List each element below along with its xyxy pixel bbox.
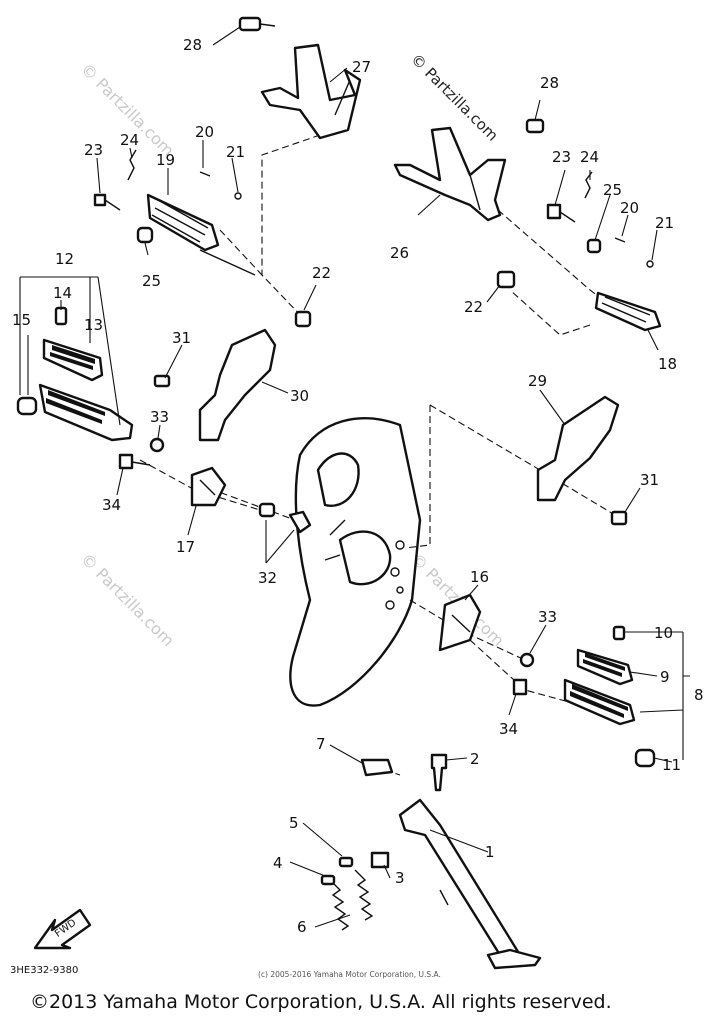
callout-34: 34 [102,496,121,514]
callout-31: 31 [640,471,659,489]
part-13-footpeg-assy [16,306,134,442]
callout-3: 3 [395,869,405,887]
callout-18: 18 [658,355,677,373]
callout-9: 9 [660,668,670,686]
callout-14: 14 [53,284,72,302]
part-1-sidestand [398,798,542,970]
callout-30: 30 [290,387,309,405]
part-31-bolt-left [153,374,171,388]
part-27-bracket [260,43,362,140]
callout-21: 21 [226,143,245,161]
callouts: 28 27 28 23 24 20 21 19 25 22 23 24 25 2… [12,36,704,936]
callout-10: 10 [654,624,673,642]
copyright-footer: ©2013 Yamaha Motor Corporation, U.S.A. A… [30,991,612,1013]
callout-4: 4 [273,854,283,872]
part-19-footpeg [146,193,256,276]
callout-34: 34 [499,720,518,738]
callout-28: 28 [540,74,559,92]
callout-21: 21 [655,214,674,232]
callout-23: 23 [552,148,571,166]
callout-16: 16 [470,568,489,586]
callout-31: 31 [172,329,191,347]
callout-32: 32 [258,569,277,587]
callout-11: 11 [662,756,681,774]
callout-20: 20 [195,123,214,141]
part-30-heel-plate [198,328,277,442]
callout-6: 6 [297,918,307,936]
callout-29: 29 [528,372,547,390]
callout-26: 26 [390,244,409,262]
callout-1: 1 [485,843,495,861]
callout-2: 2 [470,750,480,768]
part-22-nut [294,310,312,328]
part-18-footpeg [594,291,662,332]
callout-19: 19 [156,151,175,169]
part-16-bracket [438,593,535,696]
leader-lines [19,26,690,928]
callout-5: 5 [289,814,299,832]
callout-12: 12 [55,250,74,268]
part-17-bracket [118,437,312,534]
right-small-parts [496,171,654,289]
part-28-bolt-right [525,118,545,134]
callout-13: 13 [84,316,103,334]
callout-25: 25 [603,181,622,199]
watermark: © Partzilla.com [407,50,502,145]
callout-15: 15 [12,311,31,329]
callout-24: 24 [580,148,599,166]
callout-27: 27 [352,58,371,76]
part-29-heel-plate [536,395,620,502]
catalog-code: 3HE332-9380 [10,965,78,976]
callout-33: 33 [538,608,557,626]
part-26-bracket [393,126,507,222]
part-4-spring-assy [320,856,374,931]
callout-17: 17 [176,538,195,556]
callout-22: 22 [464,298,483,316]
small-copyright: (c) 2005-2016 Yamaha Motor Corporation, … [258,970,441,979]
callout-22: 22 [312,264,331,282]
forward-arrow-icon: FWD [33,908,92,950]
callout-25: 25 [142,272,161,290]
callout-28: 28 [183,36,202,54]
frame-outline [289,417,422,707]
callout-23: 23 [84,141,103,159]
callout-8: 8 [694,686,704,704]
part-8-footpeg-assy [563,625,656,768]
callout-24: 24 [120,131,139,149]
sidestand-small-parts [360,753,448,869]
left-small-parts [93,149,242,244]
part-31-bolt-right [610,510,628,526]
part-28-bolt [238,16,276,32]
callout-20: 20 [620,199,639,217]
callout-33: 33 [150,408,169,426]
watermark: © Partzilla.com [77,549,178,650]
callout-7: 7 [316,735,326,753]
